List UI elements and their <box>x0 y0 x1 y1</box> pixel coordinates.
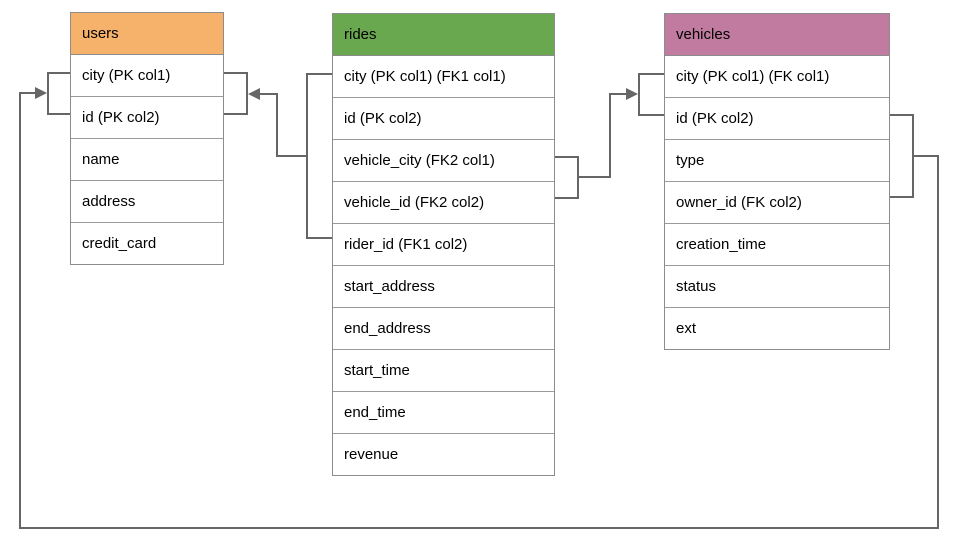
fk2-arrowhead-right-icon <box>626 88 638 100</box>
vehicles-right-bracket <box>886 114 914 198</box>
table-rides-header: rides <box>333 14 554 56</box>
fk1-rides-to-users-line <box>260 93 307 157</box>
table-row: address <box>71 181 223 223</box>
table-row: status <box>665 266 889 308</box>
table-row: vehicle_city (FK2 col1) <box>333 140 554 182</box>
rides-right-bracket <box>551 156 579 199</box>
table-row: city (PK col1) (FK col1) <box>665 56 889 98</box>
fk-vehicles-to-users-line <box>19 92 939 529</box>
table-row: rider_id (FK1 col2) <box>333 224 554 266</box>
table-rides: rides city (PK col1) (FK1 col1) id (PK c… <box>332 13 555 476</box>
table-row: start_address <box>333 266 554 308</box>
table-users: users city (PK col1) id (PK col2) name a… <box>70 12 224 265</box>
table-row: name <box>71 139 223 181</box>
rides-left-bracket <box>306 73 333 239</box>
users-right-bracket <box>221 72 248 115</box>
table-vehicles-header: vehicles <box>665 14 889 56</box>
table-row: vehicle_id (FK2 col2) <box>333 182 554 224</box>
fk-arrowhead-right-icon <box>35 87 47 99</box>
table-row: owner_id (FK col2) <box>665 182 889 224</box>
table-row: city (PK col1) (FK1 col1) <box>333 56 554 98</box>
table-row: id (PK col2) <box>665 98 889 140</box>
table-row: ext <box>665 308 889 349</box>
table-row: city (PK col1) <box>71 55 223 97</box>
table-row: end_time <box>333 392 554 434</box>
table-row: type <box>665 140 889 182</box>
table-row: revenue <box>333 434 554 475</box>
users-left-bracket <box>47 72 71 115</box>
table-row: id (PK col2) <box>71 97 223 139</box>
table-row: end_address <box>333 308 554 350</box>
table-vehicles: vehicles city (PK col1) (FK col1) id (PK… <box>664 13 890 350</box>
table-row: id (PK col2) <box>333 98 554 140</box>
table-row: credit_card <box>71 223 223 264</box>
fk2-rides-to-vehicles-line <box>578 93 627 178</box>
table-users-header: users <box>71 13 223 55</box>
vehicles-left-bracket <box>638 73 665 116</box>
table-row: creation_time <box>665 224 889 266</box>
fk1-arrowhead-left-icon <box>248 88 260 100</box>
table-row: start_time <box>333 350 554 392</box>
